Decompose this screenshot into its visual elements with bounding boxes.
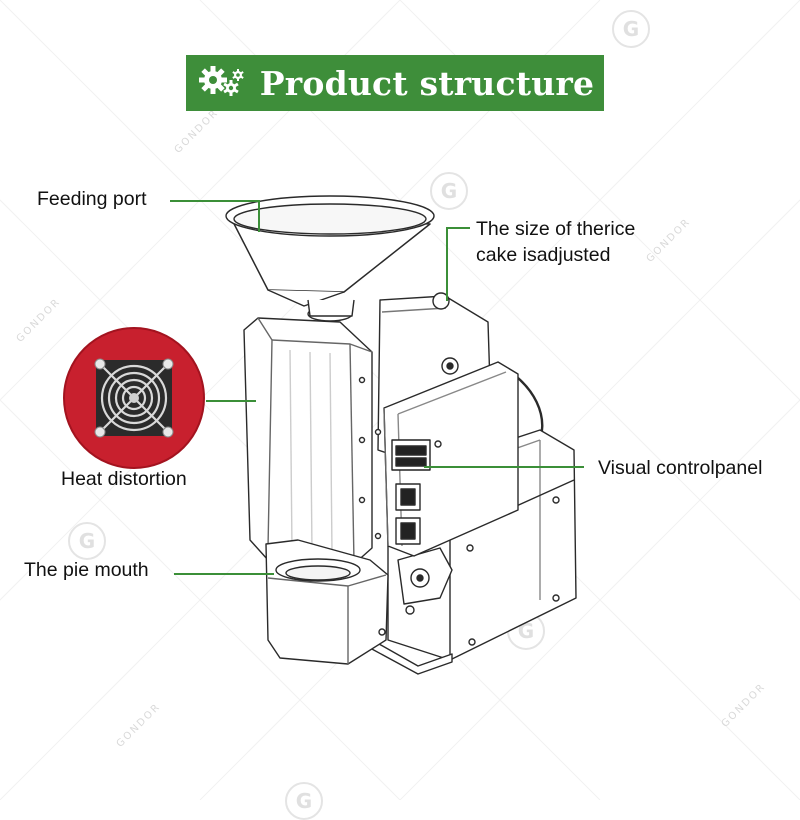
label-size-adjust-line2: cake isadjusted (476, 244, 611, 266)
callout-line-control-panel (424, 466, 584, 468)
watermark-logo: G (430, 172, 468, 210)
watermark-logo: G (612, 10, 650, 48)
title-banner: Product structure (186, 55, 604, 111)
label-pie-mouth: The pie mouth (24, 559, 149, 581)
label-heat-distortion: Heat distortion (61, 468, 187, 490)
callout-line-heat (206, 400, 256, 402)
label-feeding-port: Feeding port (37, 188, 147, 210)
page-title: Product structure (259, 63, 595, 103)
callout-line-feeding-port (258, 200, 260, 232)
label-size-adjust-line1: The size of therice (476, 218, 636, 240)
callout-line-size-adjust (446, 227, 448, 301)
gears-icon (198, 66, 244, 96)
callout-line-size-adjust (446, 227, 470, 229)
machine-illustration (225, 195, 577, 675)
callout-line-feeding-port (170, 200, 260, 202)
fan-grille-icon (63, 327, 205, 469)
label-control-panel: Visual controlpanel (598, 457, 763, 479)
callout-line-pie-mouth (174, 573, 274, 575)
watermark-logo: G (68, 522, 106, 560)
